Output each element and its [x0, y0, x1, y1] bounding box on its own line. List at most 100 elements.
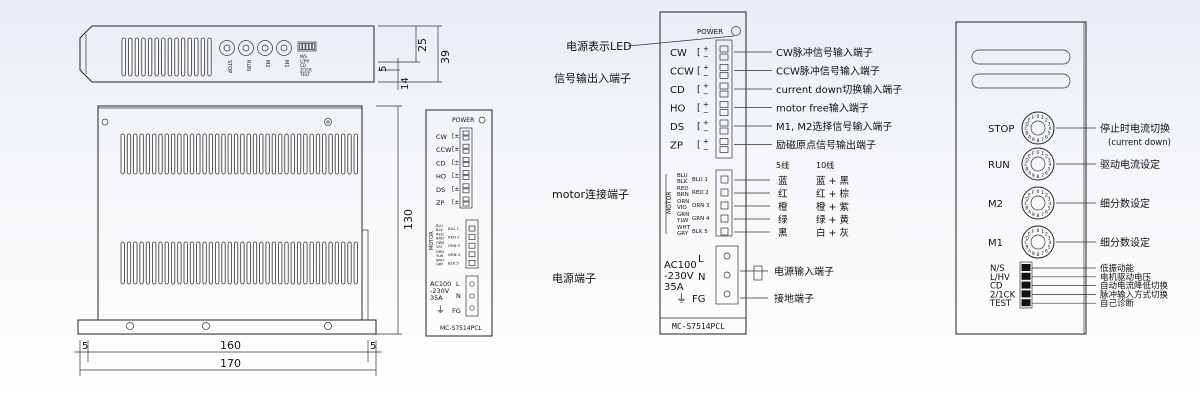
- vent-slot-upper: [278, 133, 283, 175]
- vent-slot-upper: [120, 133, 125, 175]
- panel-knob-digit: A: [1028, 209, 1032, 215]
- dim-39: 39: [439, 50, 452, 64]
- panel-knob-digit: 9: [1032, 173, 1035, 179]
- vent-slot-upper: [145, 133, 150, 175]
- panel-dip-desc: 自动电流降低切换: [1100, 281, 1169, 292]
- small-pin: [462, 143, 470, 149]
- panel-knob-digit: C: [1025, 201, 1028, 207]
- vent-slot-upper: [303, 133, 308, 175]
- panel-knob-digit: C: [1025, 162, 1028, 168]
- panel-knob-digit: E: [1028, 154, 1031, 160]
- front-signal-minus: −: [703, 146, 709, 154]
- front-signal-minus: −: [703, 127, 709, 135]
- panel-knob: [1021, 147, 1055, 181]
- front-ac-2: -230V: [664, 271, 694, 282]
- vent-slot-lower: [252, 241, 258, 285]
- small-ac-line: -230V: [430, 287, 450, 295]
- small-pin: [462, 175, 470, 180]
- panel-knob-digit: 4: [1049, 201, 1052, 207]
- front-signal-minus: −: [703, 109, 709, 117]
- vent-slot-upper: [221, 133, 226, 175]
- small-pin: [462, 183, 470, 189]
- small-motor-pin: [468, 260, 476, 266]
- small-motor-c1: ORN: [436, 241, 444, 245]
- small-signal-bracket: [±: [452, 173, 459, 180]
- front-signal-label: HO: [670, 104, 686, 115]
- side-dip-label: N/S: [300, 54, 307, 59]
- small-signal-label: CW: [436, 133, 448, 141]
- panel-dip-label: 2/1CK: [990, 290, 1016, 300]
- label-power-input: 电源输入端子: [774, 265, 834, 278]
- vent-slot-upper: [284, 133, 289, 175]
- panel-knob-center: [1030, 195, 1046, 211]
- small-motor-pin: [468, 242, 476, 249]
- panel-knob: [1021, 225, 1055, 259]
- vent-slot-lower: [296, 241, 302, 285]
- small-motor-tag: ORN 3: [448, 243, 461, 248]
- panel-dip-switch: [1021, 264, 1031, 271]
- panel-knob-digit: 6: [1045, 248, 1048, 254]
- small-motor-c2: YLW: [436, 254, 444, 258]
- small-motor-tag: BLU 1: [448, 226, 460, 231]
- wire-10: 红 + 棕: [816, 188, 849, 200]
- panel-dip-label: L/HV: [990, 273, 1010, 283]
- panel-knob-digit: 2: [1045, 118, 1048, 124]
- vent-slot-lower: [177, 241, 182, 285]
- front-view: POWER CW[+−CW脉冲信号输入端子CCW[+−CCW脉冲信号输入端子CD…: [552, 11, 902, 335]
- vent-slot-upper: [196, 133, 201, 175]
- front-signal-plus: +: [703, 64, 709, 72]
- side-knob-label: M1: [283, 60, 289, 68]
- panel-knob-digit: D: [1025, 121, 1029, 127]
- panel-dip-switch: [1021, 281, 1031, 289]
- small-motor-c2: BRN: [436, 237, 444, 241]
- panel-knob-digit: D: [1025, 235, 1029, 241]
- side-dip-label: 2/1CK: [300, 68, 312, 73]
- vent-slot: [174, 37, 179, 77]
- panel-knob-digit: C: [1025, 240, 1028, 246]
- front-term-l: L: [698, 254, 704, 265]
- front-pin: [719, 146, 729, 153]
- front-signal-label: ZP: [670, 141, 683, 152]
- front-signal-minus: −: [703, 53, 709, 61]
- vent-slot: [154, 37, 159, 77]
- panel-knob-digit: F: [1032, 190, 1035, 196]
- front-signal-label: CD: [670, 85, 685, 96]
- vent-slot-upper: [315, 133, 321, 175]
- wire-10: 绿 + 黄: [816, 214, 849, 226]
- side-dip-cell: [305, 43, 309, 50]
- wire-10: 蓝 + 黑: [816, 175, 849, 187]
- label-motor: motor连接端子: [552, 188, 629, 201]
- panel-knob-digit: E: [1028, 232, 1031, 238]
- panel-dip-label: TEST: [989, 299, 1012, 309]
- wire-5: 红: [778, 188, 788, 200]
- panel-knob: [1021, 186, 1055, 220]
- vent-slot-lower: [278, 241, 283, 285]
- small-pin: [462, 130, 470, 136]
- panel-knob-digit: 0: [1037, 150, 1040, 156]
- panel-dip-desc: 低振动能: [1100, 263, 1135, 274]
- small-motor-c1: RED: [436, 233, 444, 237]
- panel-knob-digit: 2: [1045, 154, 1048, 160]
- vent-slot-upper: [334, 133, 340, 175]
- wire-head-5: 5线: [776, 160, 789, 170]
- small-pin: [462, 201, 470, 207]
- side-knob-label: STOP: [226, 60, 232, 73]
- vent-slot-lower: [152, 241, 157, 285]
- vent-slot-upper: [309, 133, 314, 175]
- side-knob: [238, 40, 254, 56]
- small-pin: [462, 162, 470, 167]
- panel-knob-digit: D: [1025, 157, 1029, 163]
- front-motor-tag: RED 2: [692, 190, 709, 196]
- panel-dip-desc: 电机驱动电压: [1100, 272, 1152, 283]
- wire-5: 蓝: [778, 175, 788, 187]
- vent-slot: [167, 37, 172, 77]
- front-pin: [719, 64, 729, 71]
- label-signal-io: 信号输出入端子: [554, 71, 631, 85]
- panel-knob-desc: 细分数设定: [1100, 197, 1150, 210]
- panel-knob-digit: 9: [1032, 251, 1035, 257]
- small-signal-bracket: [±: [452, 199, 459, 206]
- front-motor-tag: ORN 3: [692, 203, 710, 209]
- vent-slot-upper: [265, 133, 270, 175]
